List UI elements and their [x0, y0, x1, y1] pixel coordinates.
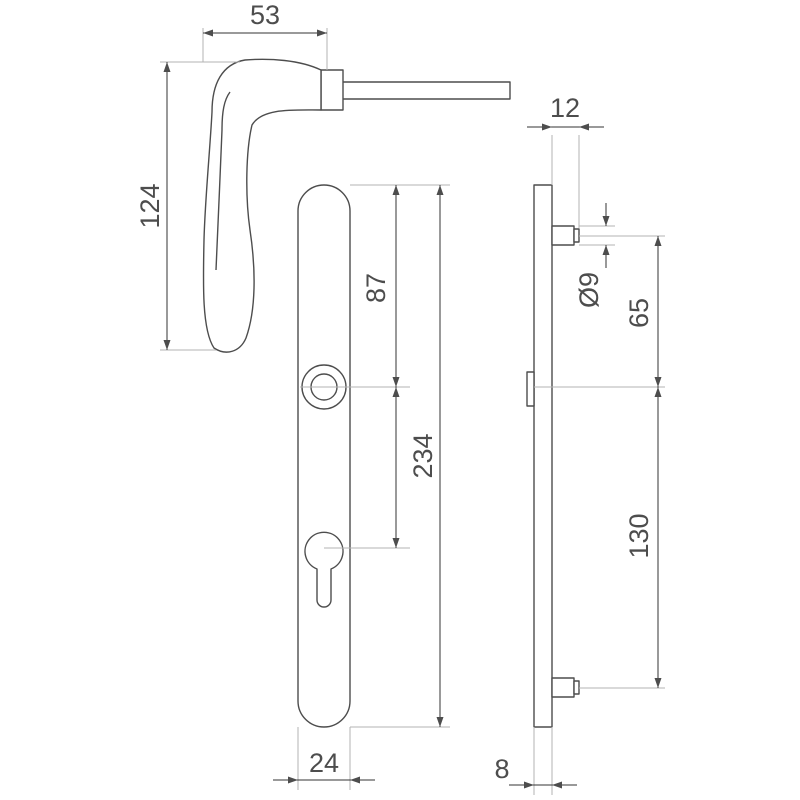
plate-side: [533, 184, 553, 728]
lower-fixing-pin: [551, 677, 575, 698]
handle-grip: [202, 58, 322, 353]
spindle-bar: [339, 81, 511, 100]
label-plate-thickness: 8: [494, 754, 509, 784]
cylinder-keyhole: [304, 531, 344, 608]
side-profile: [526, 184, 580, 728]
lower-pin-tip: [573, 680, 580, 695]
label-handle-length: 53: [250, 0, 280, 30]
label-handle-height: 124: [135, 183, 165, 228]
dimension-lines: [163, 29, 662, 789]
label-pin-diameter: Ø9: [574, 272, 604, 308]
label-side-depth: 12: [550, 93, 580, 123]
label-87: 87: [361, 273, 391, 303]
upper-pin-tip: [573, 228, 580, 243]
label-plate-length: 234: [408, 433, 438, 478]
handle-neck: [320, 69, 344, 111]
upper-fixing-pin: [551, 225, 575, 246]
dimension-labels: 53 124 87 234 24 8 12 Ø9 65 130: [135, 0, 654, 784]
plate-outline: [297, 184, 351, 728]
grip-contour: [215, 91, 231, 271]
label-plate-width: 24: [309, 748, 339, 778]
rose-side-boss: [526, 371, 535, 407]
label-upper-pin-spacing: 65: [624, 298, 654, 328]
front-plate: [297, 184, 351, 728]
lever-handle: [202, 58, 511, 353]
label-lower-pin-spacing: 130: [624, 513, 654, 558]
